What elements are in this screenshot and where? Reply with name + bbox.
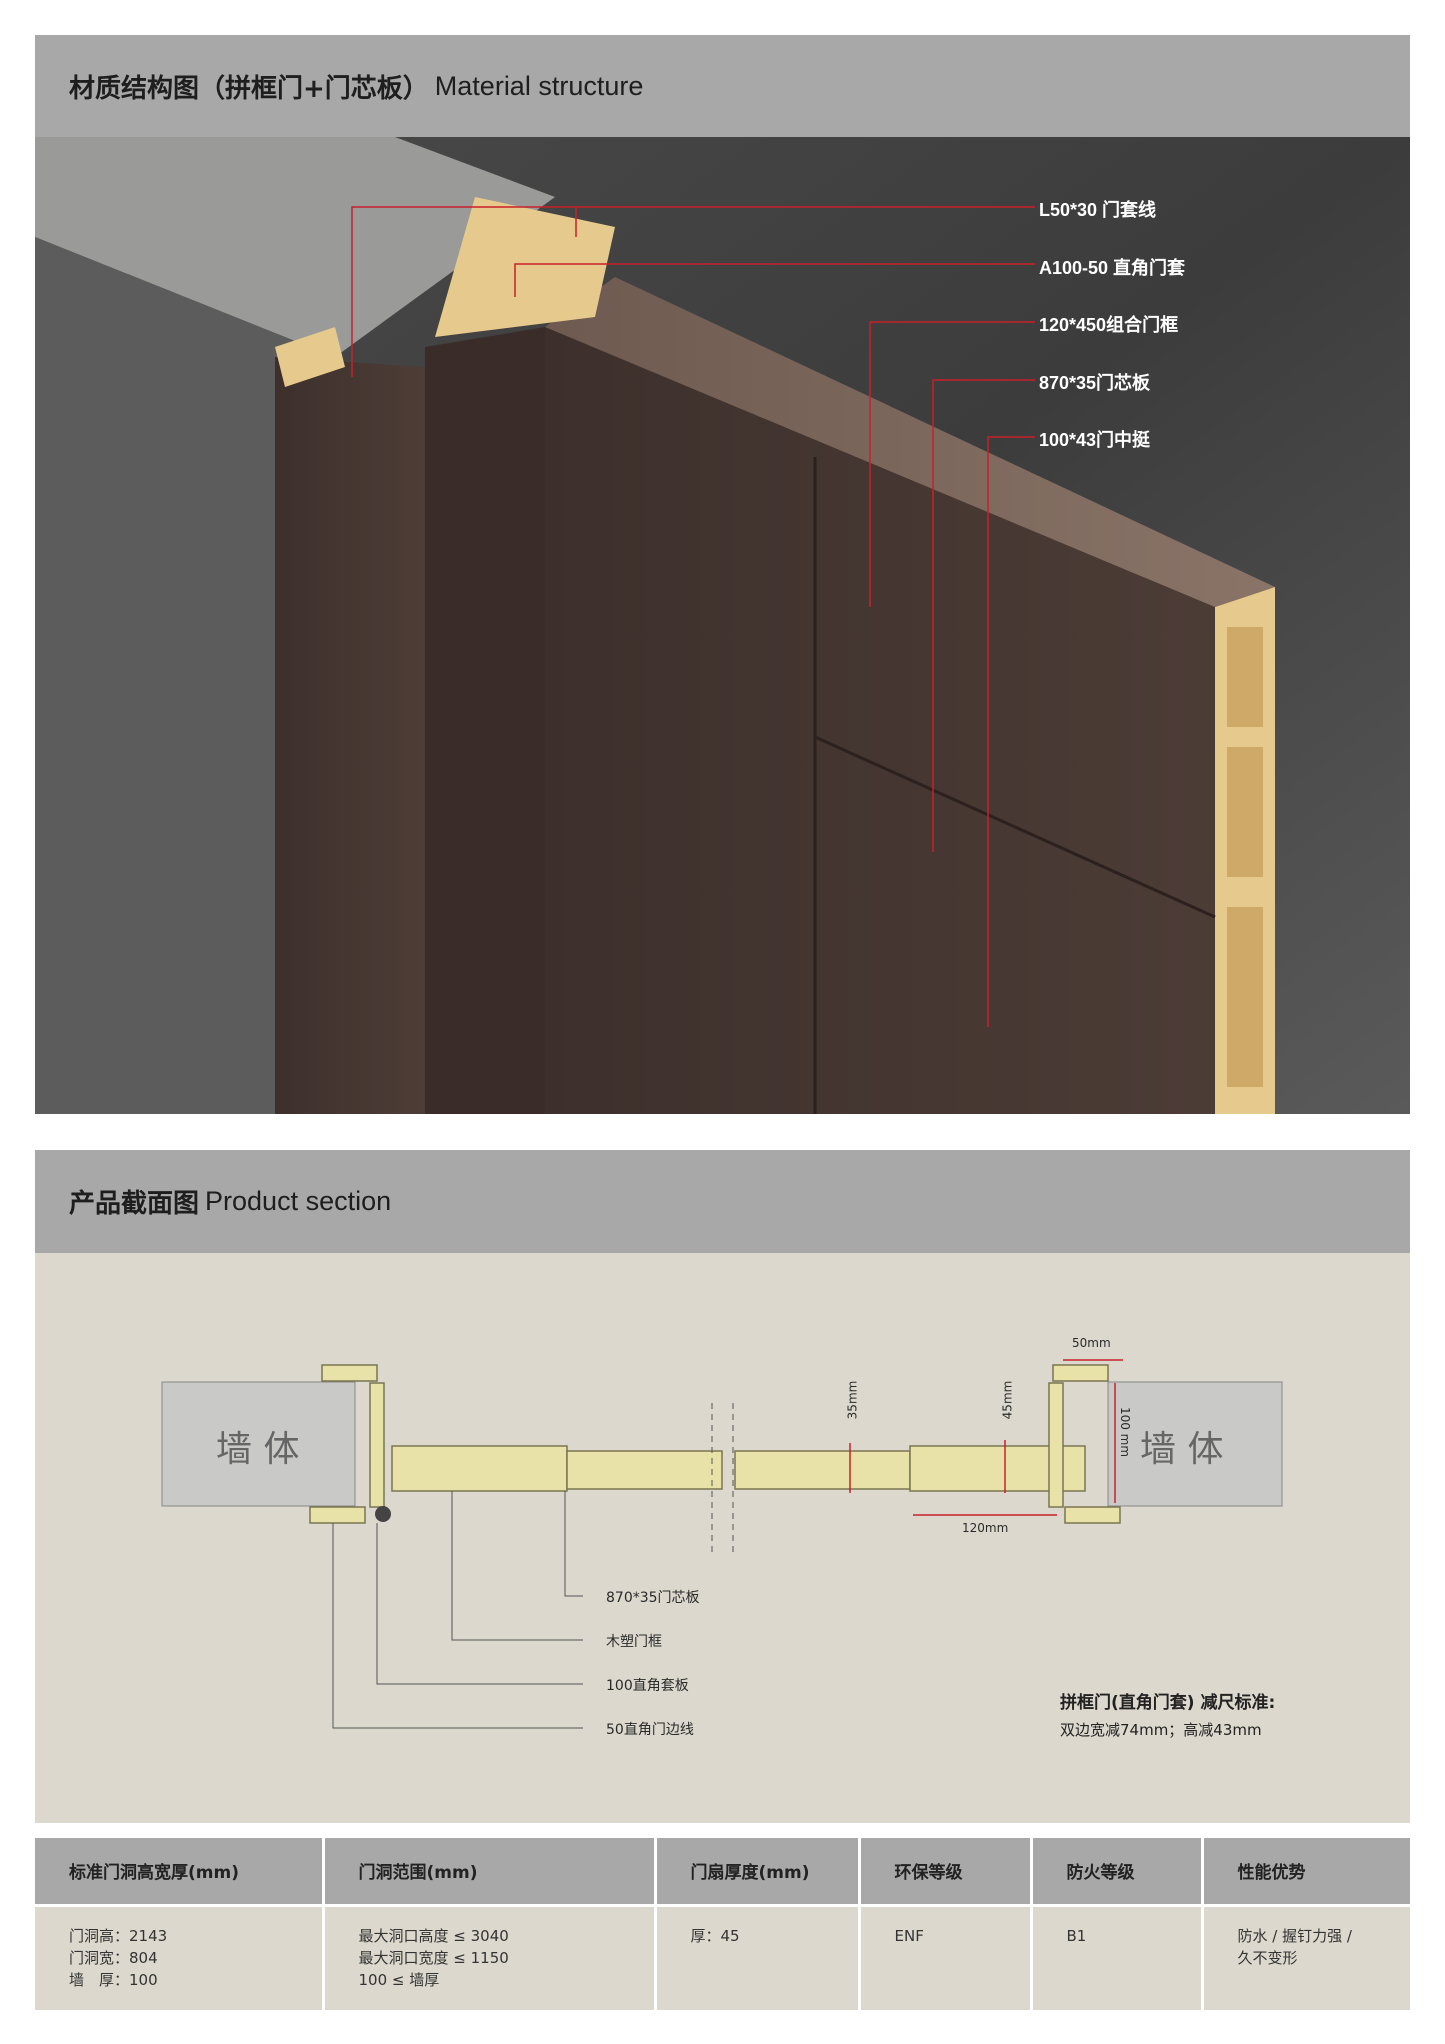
section-title-cn: 产品截面图	[69, 1189, 200, 1219]
cell-eco-grade: ENF	[859, 1903, 1033, 2010]
leader-jamb-board: 100直角套板	[606, 1678, 689, 1694]
label-combined-frame: 120*450组合门框	[1039, 315, 1179, 335]
cell-standard-size: 门洞高：2143 门洞宽：804 墙 厚：100	[35, 1903, 325, 2010]
label-core-panel: 870*35门芯板	[1039, 373, 1151, 393]
wall-label-left: 墙 体	[216, 1429, 300, 1470]
reduction-note-body: 双边宽减74mm；高减43mm	[1060, 1721, 1262, 1739]
structure-header: 材质结构图（拼框门+门芯板） Material structure	[35, 35, 1410, 137]
th-leaf-thickness: 门扇厚度(mm)	[655, 1838, 861, 1905]
cell-line: 久不变形	[1237, 1948, 1298, 1967]
door-structure-photo	[35, 137, 1410, 1114]
cell-line: 防水 / 握钉力强 /	[1237, 1926, 1352, 1945]
th-standard-size: 标准门洞高宽厚(mm)	[35, 1838, 325, 1905]
cell-line: 墙 厚：100	[69, 1970, 158, 1989]
wall-label-right: 墙 体	[1140, 1429, 1224, 1470]
structure-title-cn: 材质结构图（拼框门+门芯板）	[69, 73, 429, 104]
cell-line: 门洞宽：804	[69, 1948, 158, 1967]
cell-line: ENF	[894, 1926, 924, 1945]
cell-line: 100 ≤ 墙厚	[358, 1970, 440, 1989]
label-mid-rail: 100*43门中挺	[1039, 430, 1151, 450]
cell-line: 最大洞口宽度 ≤ 1150	[358, 1948, 509, 1967]
leader-core-panel: 870*35门芯板	[606, 1590, 700, 1606]
th-fire-grade: 防火等级	[1031, 1838, 1204, 1905]
dim-45mm: 45mm	[1000, 1380, 1015, 1420]
dim-50mm: 50mm	[1072, 1336, 1111, 1350]
cell-advantages: 防水 / 握钉力强 / 久不变形	[1202, 1903, 1410, 2010]
section-title-en: Product section	[205, 1186, 392, 1216]
dim-35mm: 35mm	[845, 1380, 860, 1420]
cell-leaf-thickness: 厚：45	[655, 1903, 861, 2010]
cell-line: 最大洞口高度 ≤ 3040	[358, 1926, 509, 1945]
structure-title-en: Material structure	[434, 70, 644, 101]
label-right-angle-jamb: A100-50 直角门套	[1039, 258, 1186, 278]
cell-line: 门洞高：2143	[69, 1926, 168, 1945]
leader-edge-line: 50直角门边线	[606, 1722, 694, 1738]
leader-wpc-frame: 木塑门框	[606, 1634, 662, 1650]
dim-120mm: 120mm	[962, 1521, 1009, 1535]
cell-opening-range: 最大洞口高度 ≤ 3040 最大洞口宽度 ≤ 1150 100 ≤ 墙厚	[323, 1903, 657, 2010]
cell-line: B1	[1066, 1926, 1087, 1945]
table-header-row: 标准门洞高宽厚(mm) 门洞范围(mm) 门扇厚度(mm) 环保等级 防火等级 …	[35, 1838, 1410, 1905]
th-opening-range: 门洞范围(mm)	[323, 1838, 657, 1905]
product-section-panel: 墙 体 墙 体 50mm 35mm 45mm 100 mm 120mm 870*…	[35, 1253, 1410, 1823]
label-door-casing: L50*30 门套线	[1039, 200, 1157, 220]
spec-table: 标准门洞高宽厚(mm) 门洞范围(mm) 门扇厚度(mm) 环保等级 防火等级 …	[35, 1838, 1410, 2010]
th-advantages: 性能优势	[1202, 1838, 1410, 1905]
cell-line: 厚：45	[690, 1926, 740, 1945]
th-eco-grade: 环保等级	[859, 1838, 1033, 1905]
section-header: 产品截面图 Product section	[35, 1150, 1410, 1253]
dim-100mm: 100 mm	[1118, 1406, 1133, 1458]
reduction-note-title: 拼框门(直角门套) 减尺标准:	[1060, 1693, 1276, 1713]
section-drawing	[161, 1359, 1283, 1729]
cell-fire-grade: B1	[1031, 1903, 1204, 2010]
